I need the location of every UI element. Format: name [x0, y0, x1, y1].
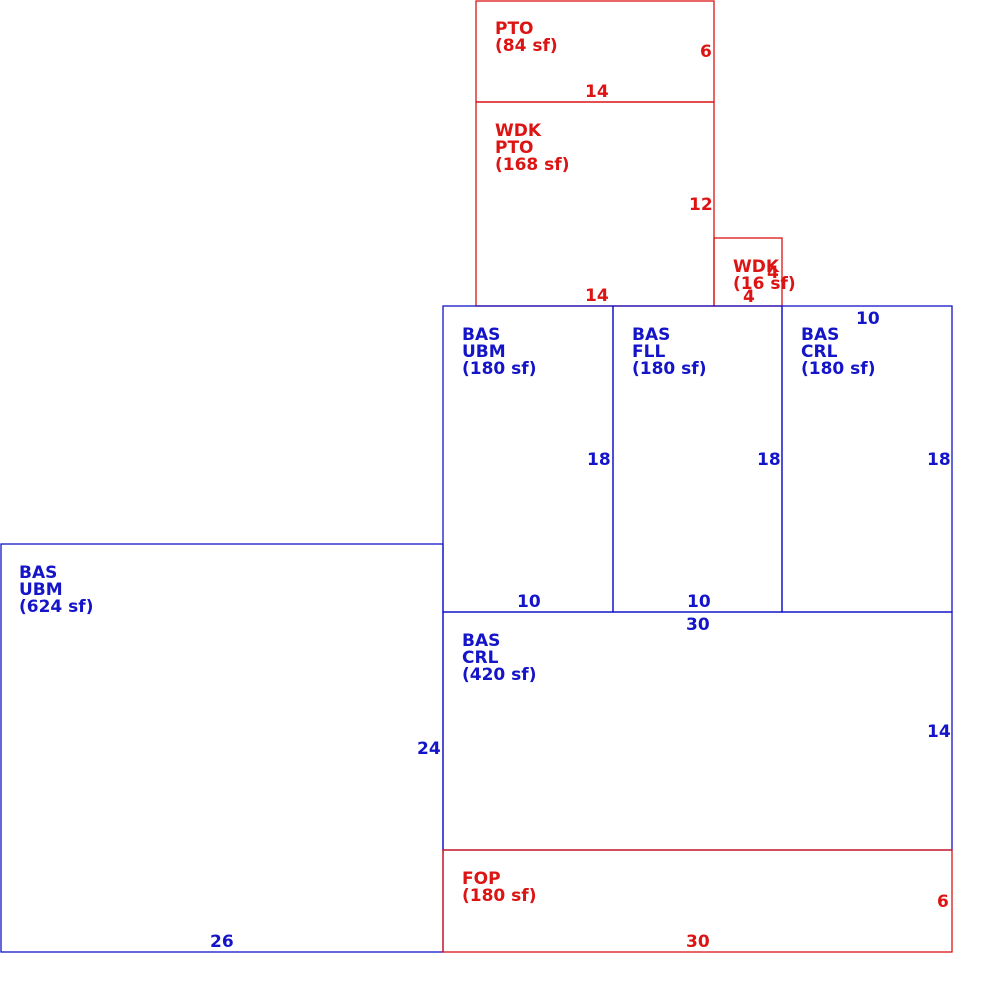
- area-code: BAS: [632, 325, 670, 345]
- area-bas-crl-180: BAS CRL (180 sf) 10 18: [781, 305, 953, 613]
- area-size: (168 sf): [495, 155, 569, 175]
- dimension-side: 4: [767, 263, 779, 283]
- area-size: (420 sf): [462, 665, 536, 685]
- area-subcode: UBM: [19, 580, 63, 600]
- dimension-bottom: 14: [585, 286, 609, 306]
- area-code: BAS: [462, 631, 500, 651]
- area-size: (180 sf): [632, 359, 706, 379]
- area-subcode: FLL: [632, 342, 665, 362]
- area-bas-crl-420: BAS CRL (420 sf) 30 14: [442, 611, 953, 851]
- dimension-top: 10: [856, 309, 880, 329]
- area-wdk-small: WDK (16 sf) 4 4: [713, 237, 796, 307]
- area-wdk-pto: WDK PTO (168 sf) 12 14: [475, 101, 715, 307]
- dimension-top: 30: [686, 615, 710, 635]
- area-size: (180 sf): [462, 886, 536, 906]
- area-size: (180 sf): [462, 359, 536, 379]
- dimension-side: 14: [927, 722, 951, 742]
- area-pto-top: PTO (84 sf) 6 14: [475, 0, 715, 103]
- dimension-side: 18: [757, 450, 781, 470]
- dimension-bottom: 4: [743, 287, 755, 307]
- dimension-bottom: 10: [687, 592, 711, 612]
- dimension-bottom: 10: [517, 592, 541, 612]
- area-size: (16 sf): [733, 274, 796, 294]
- area-subcode: UBM: [462, 342, 506, 362]
- area-code: WDK: [495, 121, 542, 141]
- dimension-side: 18: [927, 450, 951, 470]
- area-code: PTO: [495, 19, 534, 39]
- dimension-bottom: 30: [686, 932, 710, 952]
- area-code: BAS: [462, 325, 500, 345]
- area-bas-ubm-624: BAS UBM (624 sf) 24 26: [0, 543, 444, 953]
- dimension-side: 24: [417, 739, 441, 759]
- dimension-side: 6: [937, 892, 949, 912]
- area-code: BAS: [19, 563, 57, 583]
- area-code: WDK: [733, 257, 780, 277]
- area-fop: FOP (180 sf) 6 30: [442, 849, 953, 953]
- area-subcode: PTO: [495, 138, 534, 158]
- dimension-side: 6: [700, 42, 712, 62]
- dimension-side: 12: [689, 195, 713, 215]
- area-subcode: CRL: [462, 648, 499, 668]
- dimension-bottom: 26: [210, 932, 234, 952]
- dimension-side: 18: [587, 450, 611, 470]
- area-subcode: CRL: [801, 342, 838, 362]
- area-bas-fll: BAS FLL (180 sf) 18 10: [612, 305, 783, 613]
- area-outline: [442, 849, 953, 953]
- dimension-bottom: 14: [585, 82, 609, 102]
- area-outline: [442, 611, 953, 851]
- area-code: FOP: [462, 869, 501, 889]
- area-bas-ubm-180: BAS UBM (180 sf) 18 10: [442, 305, 614, 613]
- area-size: (180 sf): [801, 359, 875, 379]
- area-code: BAS: [801, 325, 839, 345]
- area-size: (84 sf): [495, 36, 558, 56]
- area-size: (624 sf): [19, 597, 93, 617]
